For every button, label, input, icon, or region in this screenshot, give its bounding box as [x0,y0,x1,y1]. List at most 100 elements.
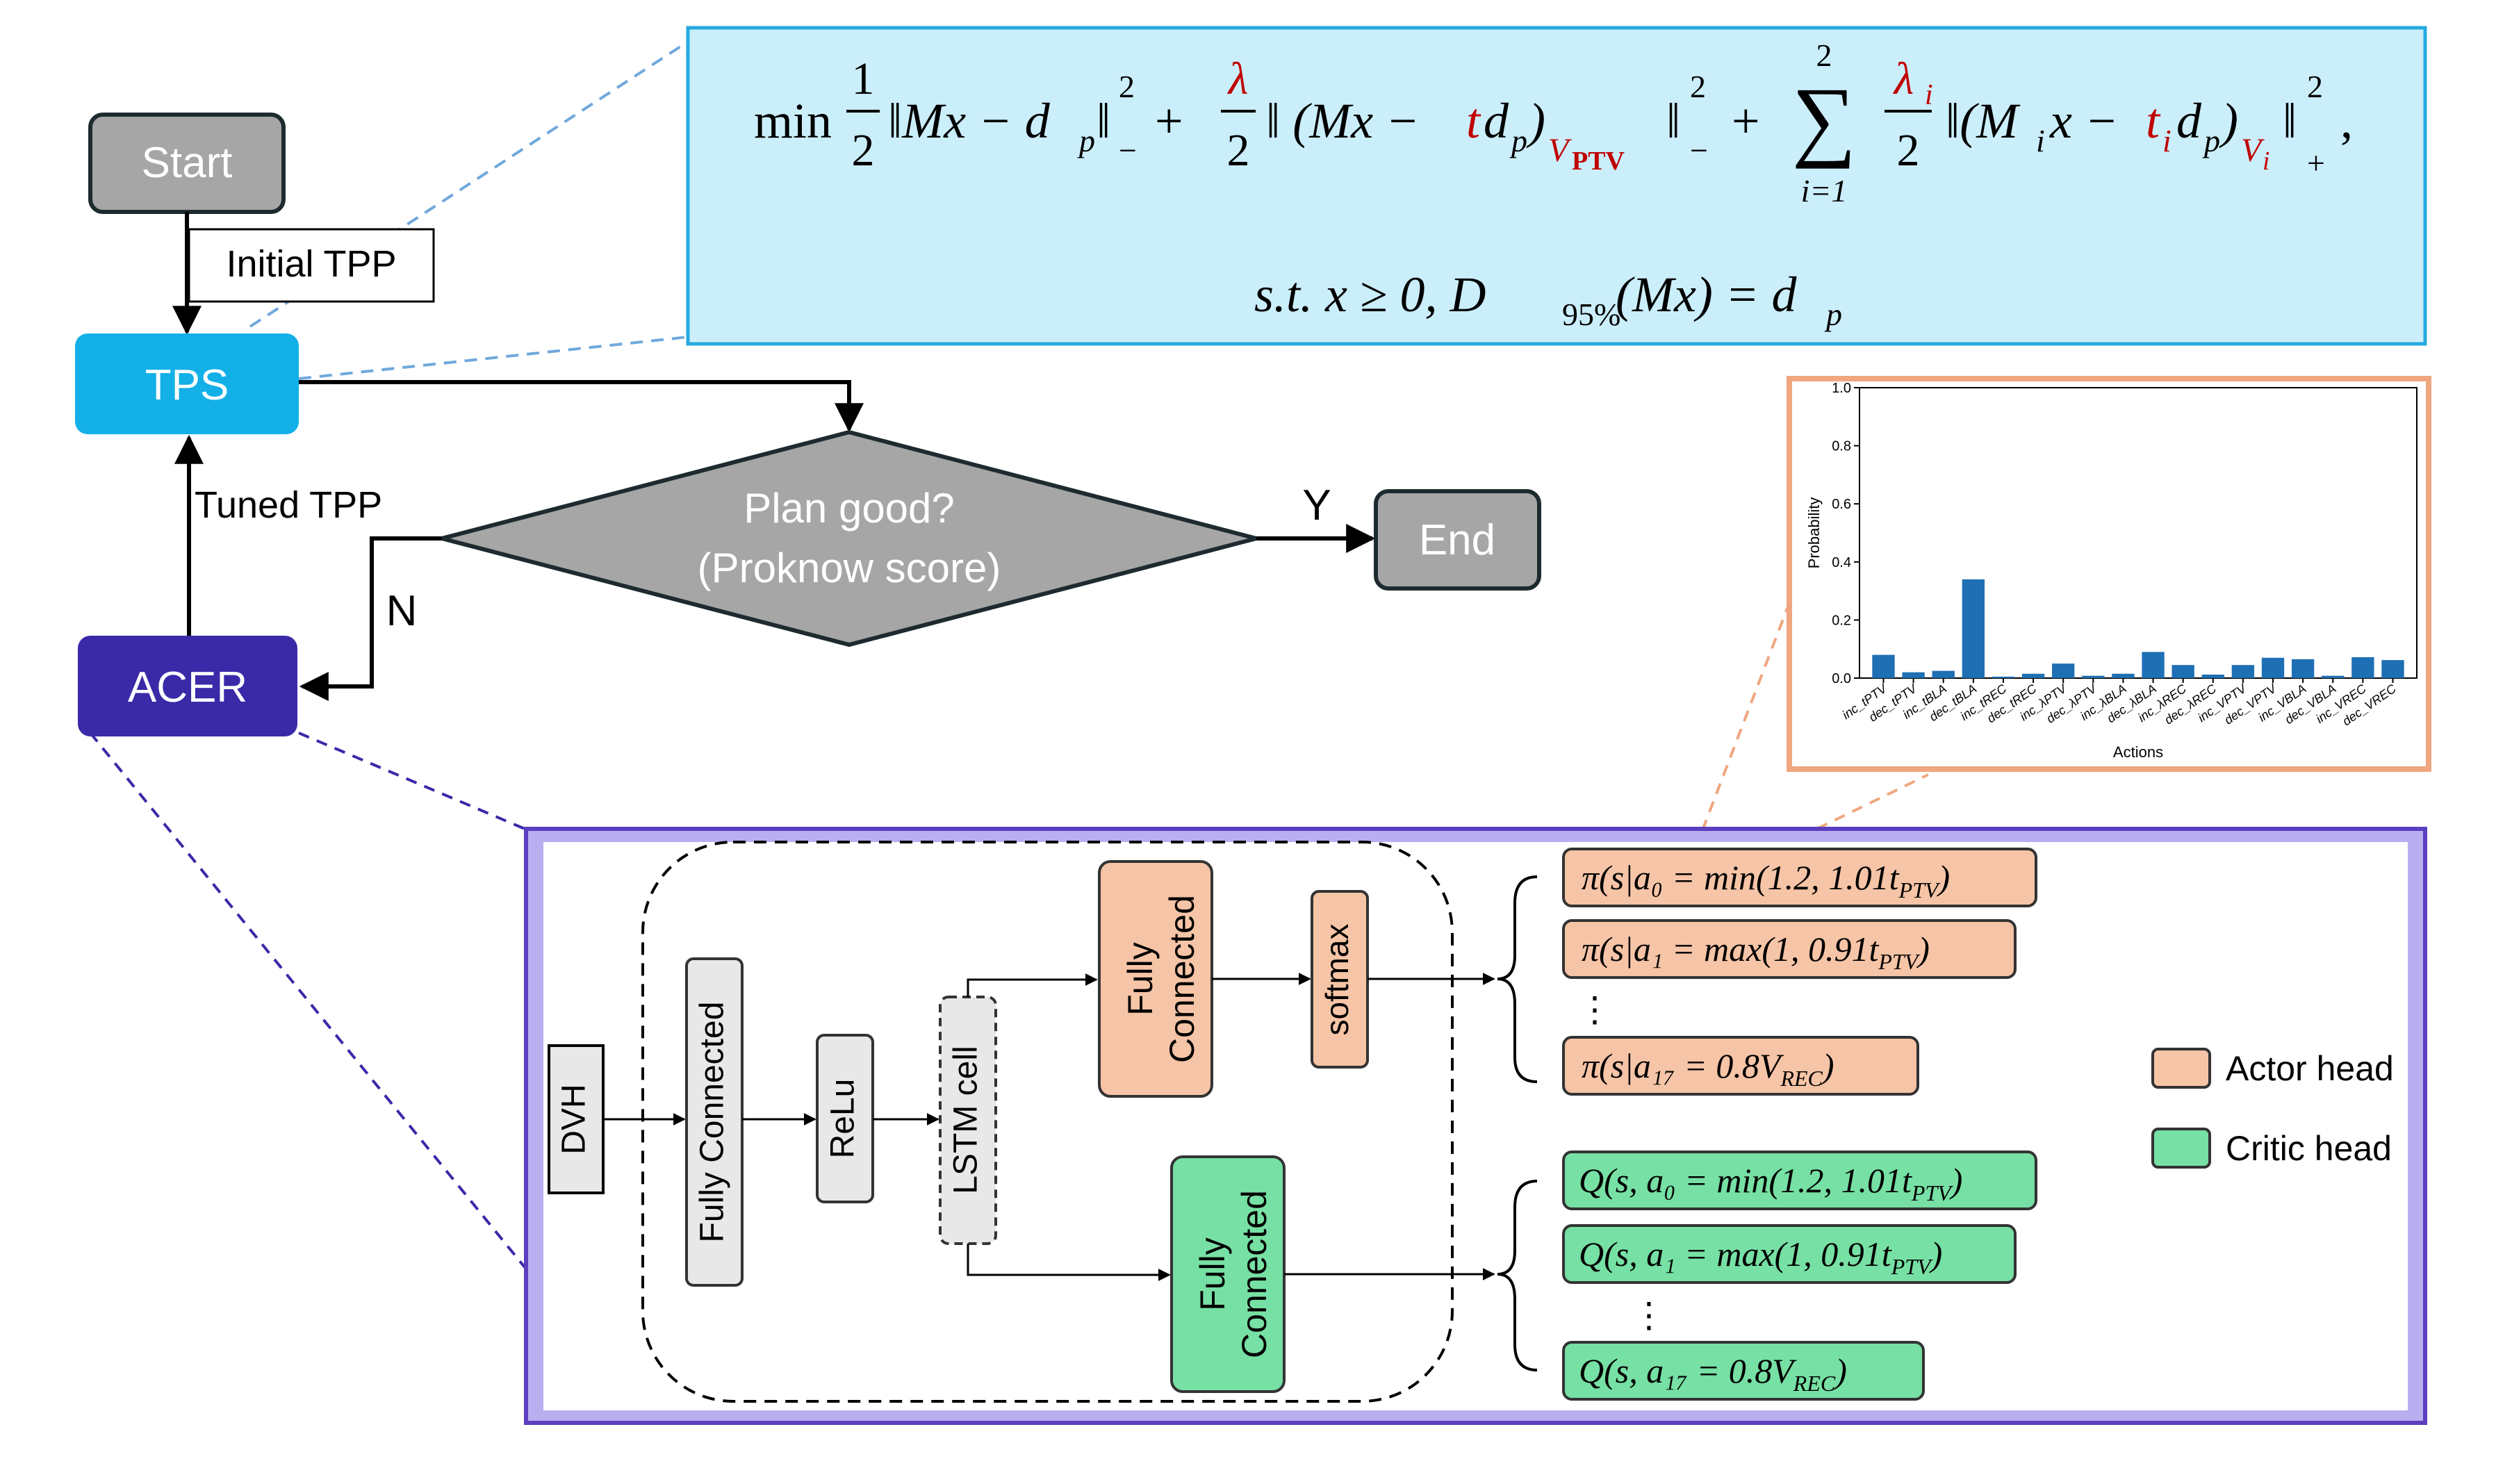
actor-output-1-text: π(s|a₁ = max(1, 0.91t [1582,930,1879,968]
y-tick-label: 1.0 [1832,381,1851,396]
y-tick-label: 0.0 [1832,671,1851,686]
legend-actor-swatch [2151,1048,2211,1089]
actor-output-brace [1497,875,1538,1083]
yes-label: Y [1302,481,1331,529]
critic-ellipsis: ⋮ [1632,1296,1666,1335]
formula-term1-sub-p: p [1077,123,1095,158]
formula-term2-open: ‖ (Mx − [1266,93,1420,149]
bar-dec_tBLA [1962,579,1985,678]
bar-dec_tPTV [1902,672,1925,678]
critic-output-0-close: ) [1949,1161,1963,1200]
formula-term2-sub-minus: − [1690,133,1708,168]
critic-fc-line1: Fully [1193,1237,1232,1311]
critic-fc-line2: Connected [1235,1190,1274,1358]
formula-constraint: s.t. x ≥ 0, D [1254,267,1486,322]
svg-text:π(s|a₁ = max(1, 0.91tPTV): π(s|a₁ = max(1, 0.91tPTV) [1582,930,1930,974]
actor-output-17-text: π(s|a₁₇ = 0.8V [1582,1046,1784,1085]
formula-vptv-sub: PTV [1572,147,1625,176]
bar-inc_tBLA [1932,670,1955,678]
tps-formula-connector-bottom [298,336,689,380]
softmax-label: softmax [1319,923,1355,1035]
bar-inc_tREC [1992,676,2015,678]
arrow-decision-acer [299,536,442,701]
critic-output-17-text: Q(s, a₁₇ = 0.8V [1579,1351,1797,1390]
lstm-block: LSTM cell [939,996,997,1245]
formula-term3-sub-p: p [2202,123,2220,158]
critic-output-17-sub: REC [1793,1371,1836,1396]
formula-term2-t: t [1466,93,1481,149]
formula-constraint-end: (Mx) = d [1616,267,1797,322]
actor-output-0-text: π(s|a₀ = min(1.2, 1.01t [1582,858,1900,897]
y-tick-label: 0.4 [1832,555,1851,570]
actor-output-17: π(s|a₁₇ = 0.8VREC) [1562,1036,1919,1096]
critic-output-1-close: ) [1929,1235,1943,1273]
critic-output-17: Q(s, a₁₇ = 0.8VREC) [1562,1341,1925,1401]
acer-network-connector-top [298,732,529,832]
critic-fc-block: Fully Connected [1170,1155,1286,1393]
relu-label: ReLu [825,1079,862,1159]
formula-half-den: 2 [852,125,875,176]
actor-output-17-close: ) [1821,1046,1834,1085]
actor-output-0-sub: PTV [1898,877,1941,902]
formula-constraint-sub-p: p [1824,297,1842,332]
formula-comma: , [2340,93,2353,149]
formula-term3-close-paren: ) [2219,93,2238,149]
initial-tpp-label-box: Initial TPP [188,228,435,303]
bar-inc_λREC [2171,665,2194,678]
lstm-label: LSTM cell [948,1046,985,1194]
critic-output-1: Q(s, a₁ = max(1, 0.91tPTV) [1562,1224,2017,1284]
end-node: End [1374,489,1541,591]
action-probability-chart: 0.00.20.40.60.81.0 inc_tPTVdec_tPTVinc_t… [1787,376,2431,772]
y-tick-label: 0.2 [1832,613,1851,628]
bar-inc_λBLA [2112,673,2135,678]
actor-output-0-close: ) [1936,858,1950,897]
actor-output-1-sub: PTV [1878,949,1920,974]
tps-node: TPS [75,333,299,434]
y-tick-label: 0.8 [1832,439,1851,454]
bar-dec_λPTV [2082,675,2105,678]
formula-term3-t-sub: i [2162,123,2171,158]
start-node: Start [88,113,286,214]
bar-dec_λBLA [2142,652,2165,678]
bar-inc_λPTV [2052,663,2075,678]
formula-vptv: V [1548,132,1572,169]
formula-term1-sup: 2 [1119,69,1135,104]
formula-plus-1: + [1155,93,1183,149]
formula-vi-sub: i [2263,147,2270,176]
actor-output-17-sub: REC [1780,1066,1823,1091]
end-label: End [1419,516,1495,564]
no-label: N [386,587,418,635]
bar-inc_VBLA [2291,659,2315,678]
legend-critic-label: Critic head [2226,1129,2392,1168]
network-panel: DVH Fully Connected ReLu LSTM cell Fully… [524,827,2427,1425]
acer-network-connector-bottom [89,732,529,1273]
decision-line1: Plan good? [744,485,955,531]
fc1-block: Fully Connected [685,957,744,1287]
decision-node: Plan good? (Proknow score) [434,429,1265,648]
initial-tpp-label: Initial TPP [226,243,396,285]
actor-output-1: π(s|a₁ = max(1, 0.91tPTV) [1562,919,2017,979]
formula-term2-close-paren: ) [1526,93,1545,149]
legend: Actor head Critic head [2151,1048,2394,1169]
bar-dec_VPTV [2261,657,2285,678]
formula-plus-2: + [1732,93,1760,149]
svg-text:Q(s, a₁₇ = 0.8VREC): Q(s, a₁₇ = 0.8VREC) [1579,1351,1847,1396]
formula-term3-norm-close: ‖ [2283,93,2297,149]
formula-sum: ∑ [1792,69,1857,170]
actor-output-1-close: ) [1916,930,1930,968]
formula-term3-sup: 2 [2307,69,2323,104]
critic-output-0: Q(s, a₀ = min(1.2, 1.01tPTV) [1562,1151,2037,1210]
critic-output-1-sub: PTV [1891,1254,1933,1279]
legend-critic-swatch [2151,1128,2211,1169]
formula-term3-open: ‖(M [1946,93,2021,149]
critic-output-brace [1497,1180,1538,1371]
critic-output-17-close: ) [1833,1351,1847,1390]
critic-output-0-sub: PTV [1911,1180,1953,1205]
formula-term2-sub-p: p [1509,123,1527,158]
objective-formula-box: min 1 2 ‖Mx − d p ‖ 2 − + λ 2 ‖ (Mx − t … [686,26,2427,346]
actor-ellipsis: ⋮ [1577,990,1612,1029]
formula-constraint-sub: 95% [1562,297,1620,332]
formula-term3-mid: x − [2049,93,2119,149]
formula-sum-bottom: i=1 [1801,173,1848,208]
softmax-block: softmax [1311,890,1369,1069]
